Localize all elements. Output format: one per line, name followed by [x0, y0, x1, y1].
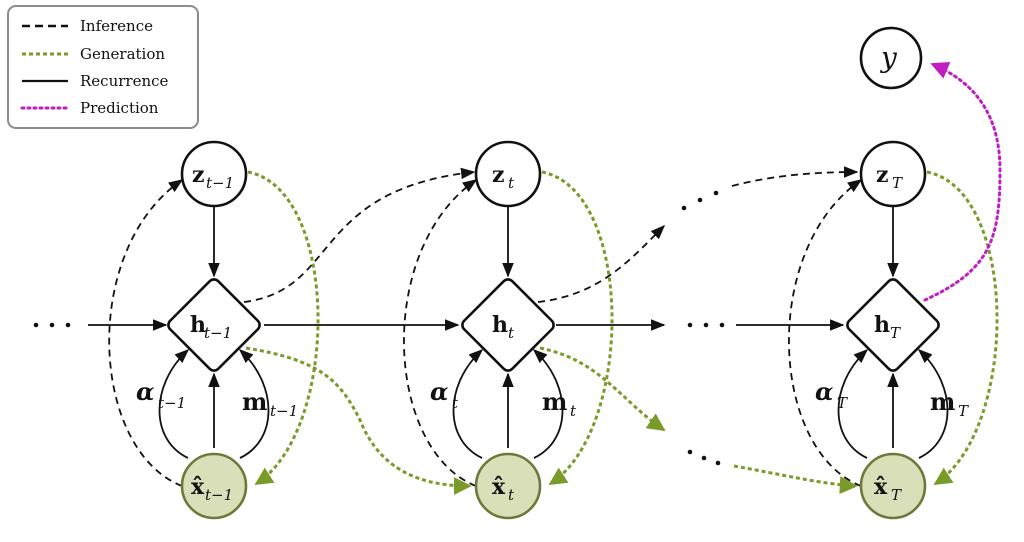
edge-z2-to-x2-generation: [541, 170, 614, 486]
svg-text:t−1: t−1: [205, 486, 233, 504]
svg-text:z: z: [192, 162, 205, 188]
svg-text:α: α: [815, 377, 833, 406]
label-alpha-t: α t: [430, 377, 459, 412]
legend-inference-label: Inference: [80, 17, 153, 35]
label-m-t: m t: [542, 387, 577, 420]
legend-recurrence-label: Recurrence: [80, 72, 169, 90]
svg-text:t−1: t−1: [206, 174, 234, 192]
svg-text:T: T: [890, 324, 901, 342]
legend-box: [7, 5, 199, 129]
generation-edges: [245, 170, 999, 495]
svg-text:t: t: [570, 402, 577, 420]
ellipsis-left: [33, 322, 71, 328]
node-x-hat-T: x̂ T: [859, 452, 927, 520]
edge-alpha1-to-h1: [158, 349, 190, 459]
svg-text:t: t: [508, 174, 515, 192]
recurrence-chain: [33, 319, 845, 331]
node-h-T: h T: [846, 278, 940, 372]
legend-prediction-label: Prediction: [80, 99, 159, 117]
svg-text:z: z: [876, 162, 889, 188]
node-x-hat-t: x̂ t: [474, 452, 542, 520]
svg-text:h: h: [190, 312, 206, 338]
edge-z3-to-x3-generation: [926, 170, 999, 486]
svg-text:α: α: [430, 377, 448, 406]
svg-text:m: m: [242, 387, 267, 416]
svg-text:T: T: [958, 402, 969, 420]
edge-m2-to-h2: [532, 349, 564, 459]
edge-m1-to-h1: [238, 349, 270, 459]
edge-h3-to-y-prediction: [923, 61, 1002, 302]
ellipsis-lower: [687, 449, 721, 466]
edge-x3-to-z3-inference: [788, 179, 863, 487]
svg-text:z: z: [492, 162, 505, 188]
svg-text:t: t: [508, 486, 515, 504]
edge-m3-to-h3: [917, 349, 949, 459]
edge-alpha2-to-h2: [452, 349, 484, 459]
node-z-t: z t: [474, 140, 542, 208]
label-m-t-minus-1: m t−1: [242, 387, 298, 420]
svg-text:t−1: t−1: [158, 394, 186, 412]
svg-text:T: T: [891, 486, 902, 504]
svg-text:t−1: t−1: [204, 324, 232, 342]
node-x-hat-t-minus-1: x̂ t−1: [180, 452, 248, 520]
svg-text:T: T: [892, 174, 903, 192]
edge-h1-to-x2-generation: [245, 346, 472, 495]
node-h-t-minus-1: h t−1: [167, 278, 261, 372]
edge-ellipsis-to-z3-inference: [731, 166, 859, 187]
label-m-T: m T: [930, 387, 969, 420]
ellipsis-middle: [687, 322, 725, 328]
svg-text:T: T: [837, 394, 848, 412]
vertical-edges: [158, 206, 949, 459]
ellipsis-upper: [681, 190, 719, 211]
svg-text:m: m: [542, 387, 567, 416]
svg-text:t−1: t−1: [270, 402, 298, 420]
edge-h2-to-ellipsis-inference: [537, 224, 666, 303]
node-z-t-minus-1: z t−1: [180, 140, 248, 208]
svg-text:x̂: x̂: [191, 474, 205, 500]
edge-h1-to-z2-inference: [243, 167, 476, 303]
svg-text:x̂: x̂: [874, 474, 888, 500]
node-h-t: h t: [461, 278, 555, 372]
edge-x1-to-z1-inference: [108, 179, 184, 487]
svg-text:y: y: [879, 41, 898, 74]
legend-generation-label: Generation: [80, 45, 165, 63]
edge-alpha3-to-h3: [837, 349, 869, 459]
label-alpha-t-minus-1: α t−1: [136, 377, 186, 412]
edge-x2-to-z2-inference: [403, 179, 478, 487]
edge-ellipsis-to-x3-generation: [733, 464, 858, 495]
label-alpha-T: α T: [815, 377, 848, 412]
svg-text:α: α: [136, 377, 154, 406]
svg-text:h: h: [492, 312, 508, 338]
svg-text:x̂: x̂: [492, 474, 506, 500]
legend: Inference Generation Recurrence Predicti…: [7, 5, 199, 129]
svg-text:h: h: [874, 312, 890, 338]
node-y: y: [859, 26, 923, 90]
edge-z1-to-x1-generation: [247, 170, 320, 486]
edge-h2-to-ellipsis-generation: [539, 346, 666, 432]
inference-edges: [108, 166, 863, 487]
node-z-T: z T: [859, 140, 927, 208]
svg-text:m: m: [930, 387, 955, 416]
svg-text:t: t: [452, 394, 459, 412]
svg-text:t: t: [508, 324, 515, 342]
